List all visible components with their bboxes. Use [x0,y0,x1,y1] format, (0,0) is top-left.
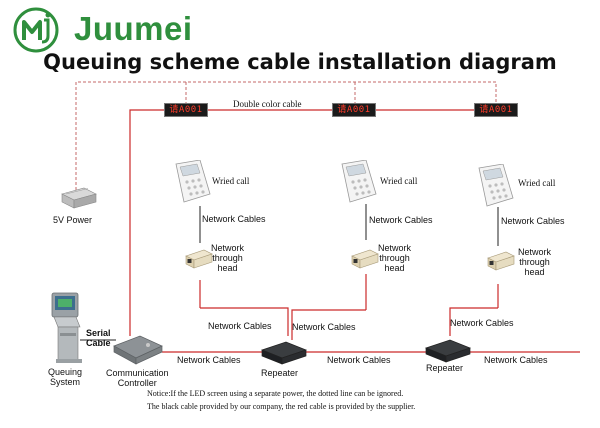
juumei-logo-icon [13,7,59,53]
network-cable-label: Network Cables [208,321,272,331]
communication-controller-icon [113,335,163,365]
repeater-label-1: Repeater [261,368,299,378]
network-cable-label: Network Cables [501,216,565,226]
led-display-1: 请A001 [164,103,208,117]
led-display-3: 请A001 [474,103,518,117]
black-cables [80,204,499,341]
repeater-icon [424,339,472,363]
dotted-power-line [75,81,497,190]
network-coupler-icon [351,249,379,269]
wired-call-keypad-icon [341,160,377,203]
wired-call-label-2: Wried call [380,176,418,186]
controller-label: Communication Controller [106,368,169,388]
network-cable-label: Network Cables [202,214,266,224]
brand-logo: Juumei [12,6,192,54]
serial-cable-label: Serial Cable [86,328,111,348]
network-head-label-1: Network through head [211,243,245,273]
double-color-cable-label: Double color cable [233,99,302,109]
power-label: 5V Power [53,215,93,225]
queuing-kiosk-icon [51,292,82,363]
wired-call-keypad-icon [478,164,514,207]
network-coupler-icon [487,251,515,271]
notice-text-2: The black cable provided by our company,… [147,402,416,411]
network-cable-label: Network Cables [292,322,356,332]
brand-name: Juumei [74,10,193,47]
diagram-title: Queuing scheme cable installation diagra… [43,50,557,74]
network-cable-label: Network Cables [327,355,391,365]
power-supply-icon [61,187,97,209]
repeater-label-2: Repeater [426,363,464,373]
queuing-system-label: Queuing System [48,367,83,387]
network-cable-label: Network Cables [484,355,548,365]
led-display-2: 请A001 [332,103,376,117]
wired-call-label-3: Wried call [518,178,556,188]
network-cable-label: Network Cables [369,215,433,225]
repeater-icon [260,341,308,365]
network-coupler-icon [185,249,213,269]
network-cable-label: Network Cables [450,318,514,328]
wired-call-label-1: Wried call [212,176,250,186]
network-head-label-2: Network through head [378,243,412,273]
red-cables [129,109,580,353]
wired-call-keypad-icon [175,160,211,203]
network-head-label-3: Network through head [518,247,552,277]
notice-text-1: Notice:If the LED screen using a separat… [147,389,404,398]
network-cable-label: Network Cables [177,355,241,365]
